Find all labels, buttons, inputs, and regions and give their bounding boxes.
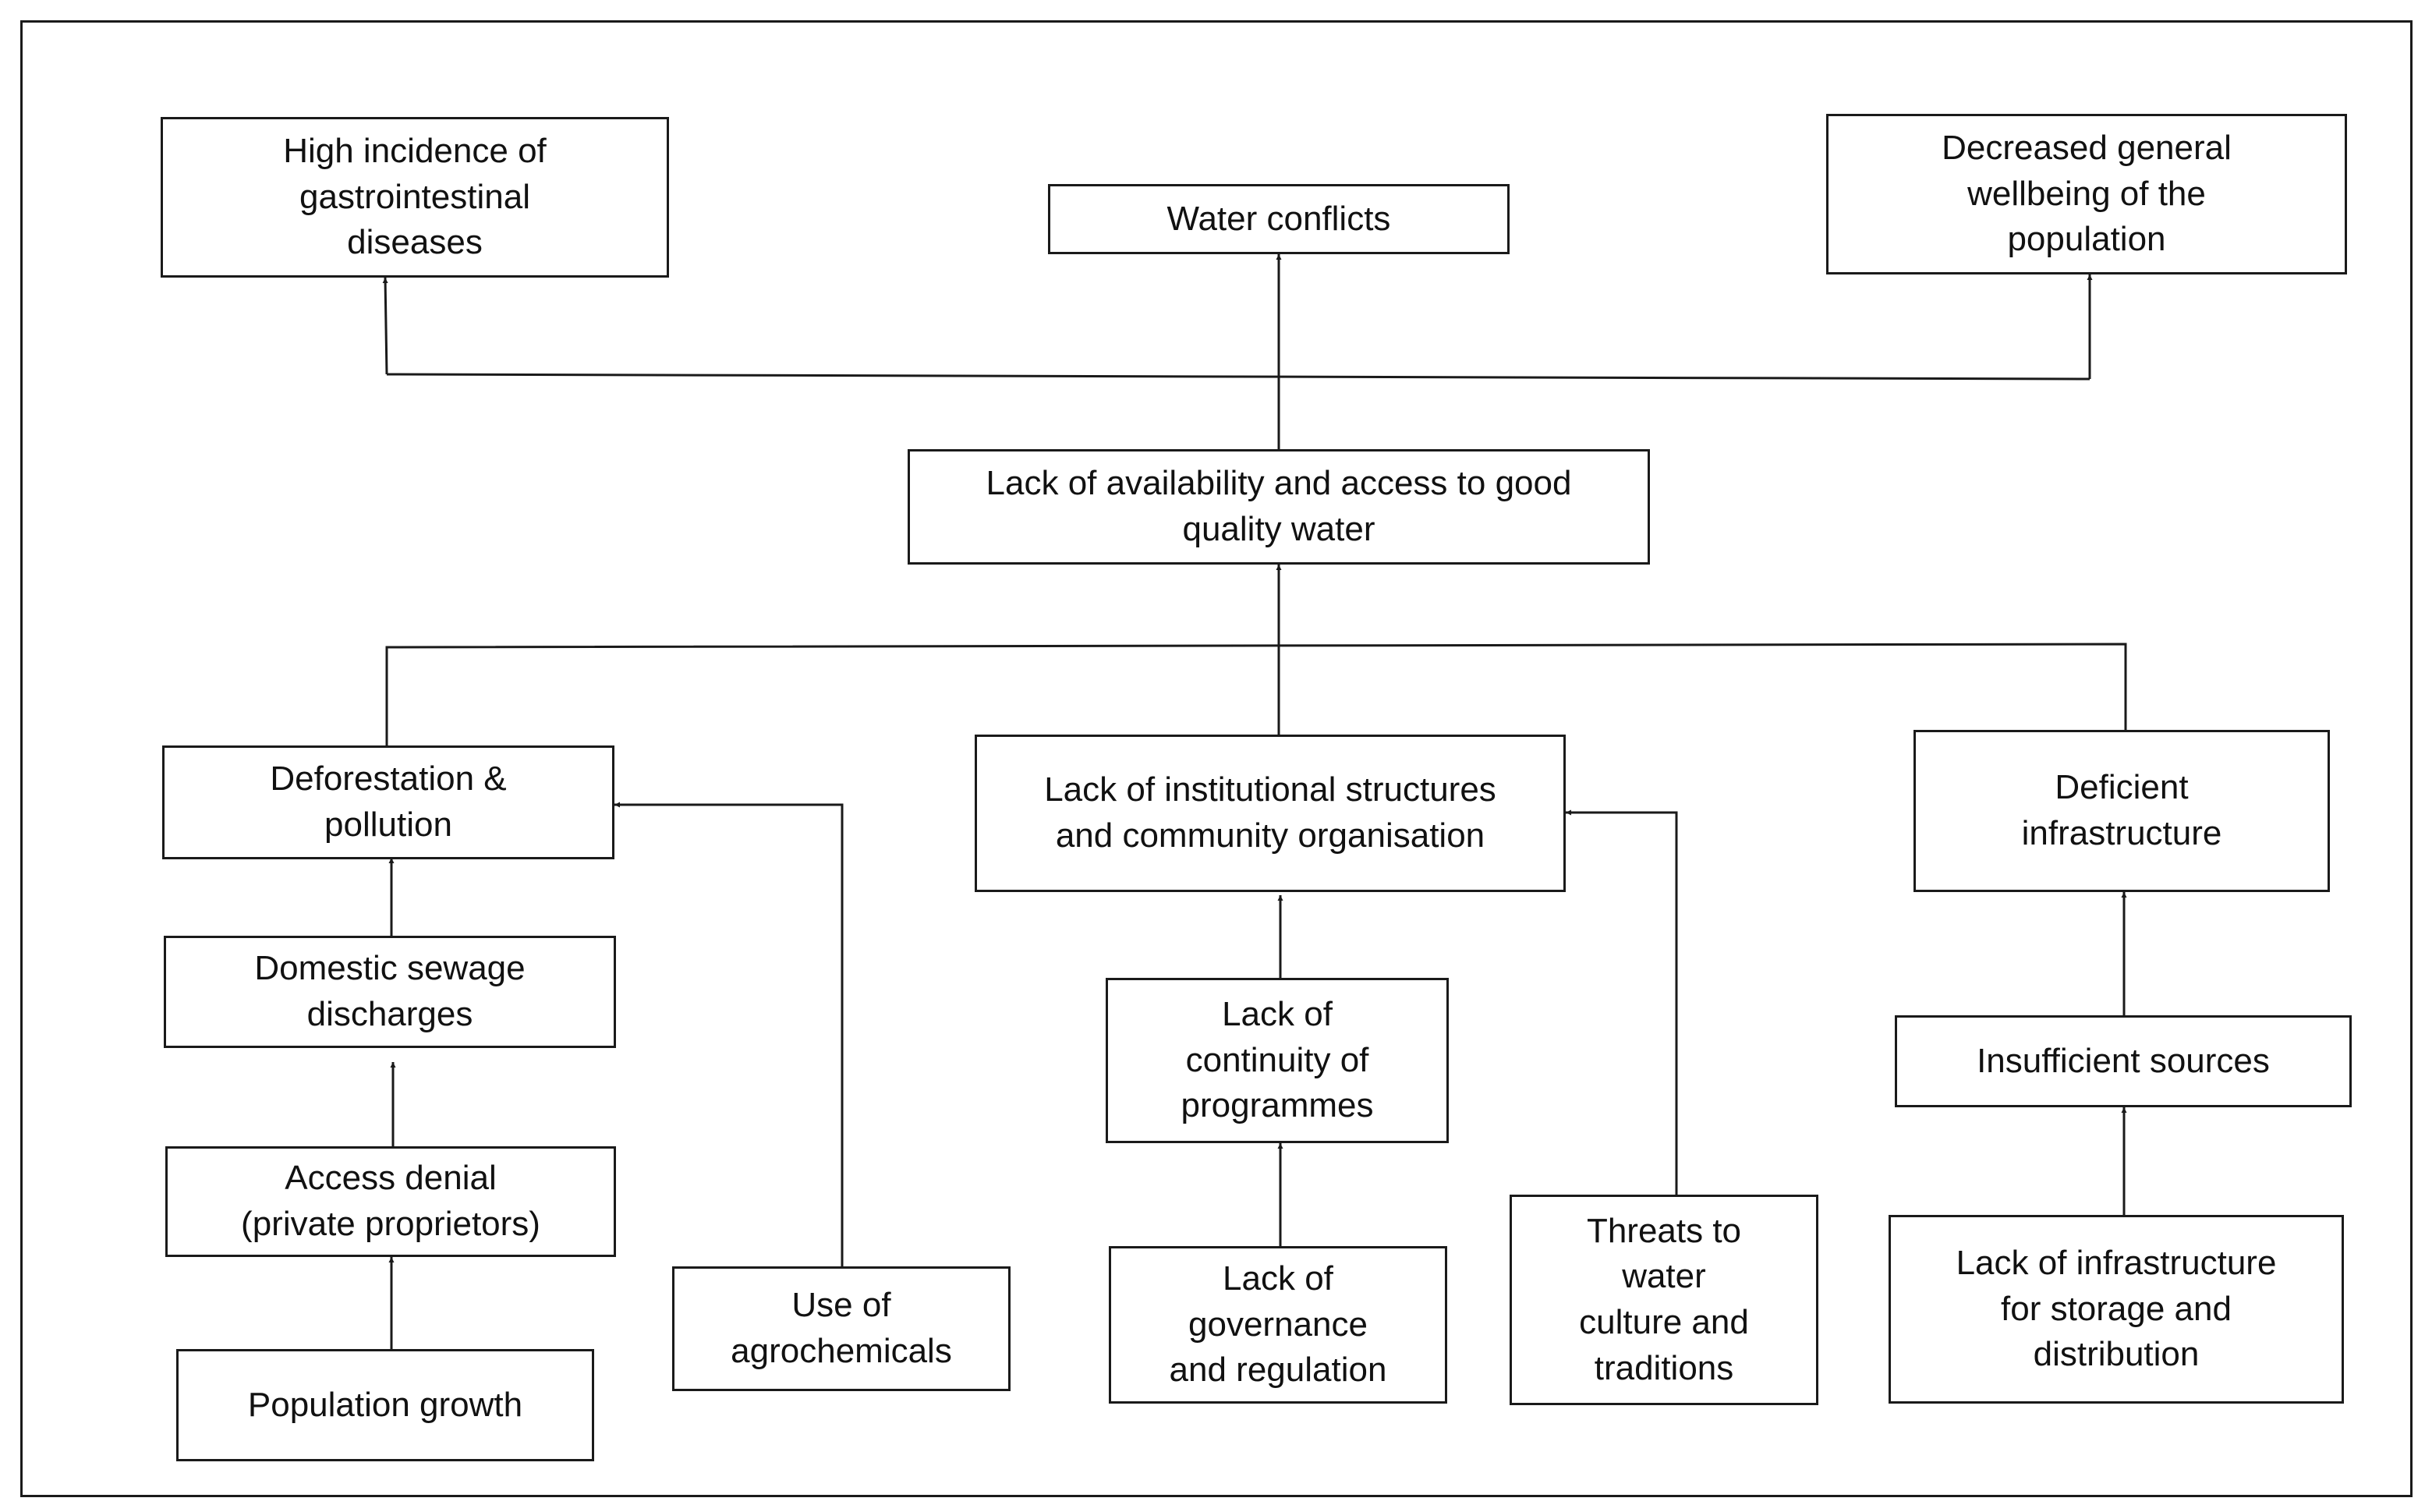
connector-threats-to-institutional (1566, 809, 1678, 1196)
cause-lack-institutional-structures: Lack of institutional structures and com… (975, 735, 1566, 892)
effect-gastrointestinal-diseases: High incidence of gastrointestinal disea… (161, 117, 669, 278)
core-problem-water-access: Lack of availability and access to good … (908, 449, 1650, 565)
effect-water-conflicts: Water conflicts (1048, 184, 1510, 254)
cause-threats-to-water-culture: Threats to water culture and traditions (1510, 1195, 1818, 1405)
cause-lack-of-continuity: Lack of continuity of programmes (1106, 978, 1449, 1143)
connector-causes-bus (385, 643, 2127, 745)
cause-deforestation-pollution: Deforestation & pollution (162, 745, 614, 859)
cause-lack-storage-distribution: Lack of infrastructure for storage and d… (1889, 1215, 2344, 1404)
cause-insufficient-sources: Insufficient sources (1895, 1015, 2352, 1107)
connector-effects-bus (386, 373, 2090, 381)
cause-population-growth: Population growth (176, 1349, 594, 1461)
cause-use-of-agrochemicals: Use of agrochemicals (672, 1266, 1011, 1391)
connector-to-gastro (382, 277, 388, 375)
diagram-frame (20, 20, 2413, 1497)
cause-lack-of-governance: Lack of governance and regulation (1109, 1246, 1447, 1404)
cause-deficient-infrastructure: Deficient infrastructure (1913, 730, 2330, 892)
connector-agro-to-deforestation (614, 802, 844, 1268)
effect-decreased-wellbeing: Decreased general wellbeing of the popul… (1826, 114, 2347, 274)
cause-domestic-sewage: Domestic sewage discharges (164, 936, 616, 1048)
cause-access-denial: Access denial (private proprietors) (165, 1146, 616, 1257)
